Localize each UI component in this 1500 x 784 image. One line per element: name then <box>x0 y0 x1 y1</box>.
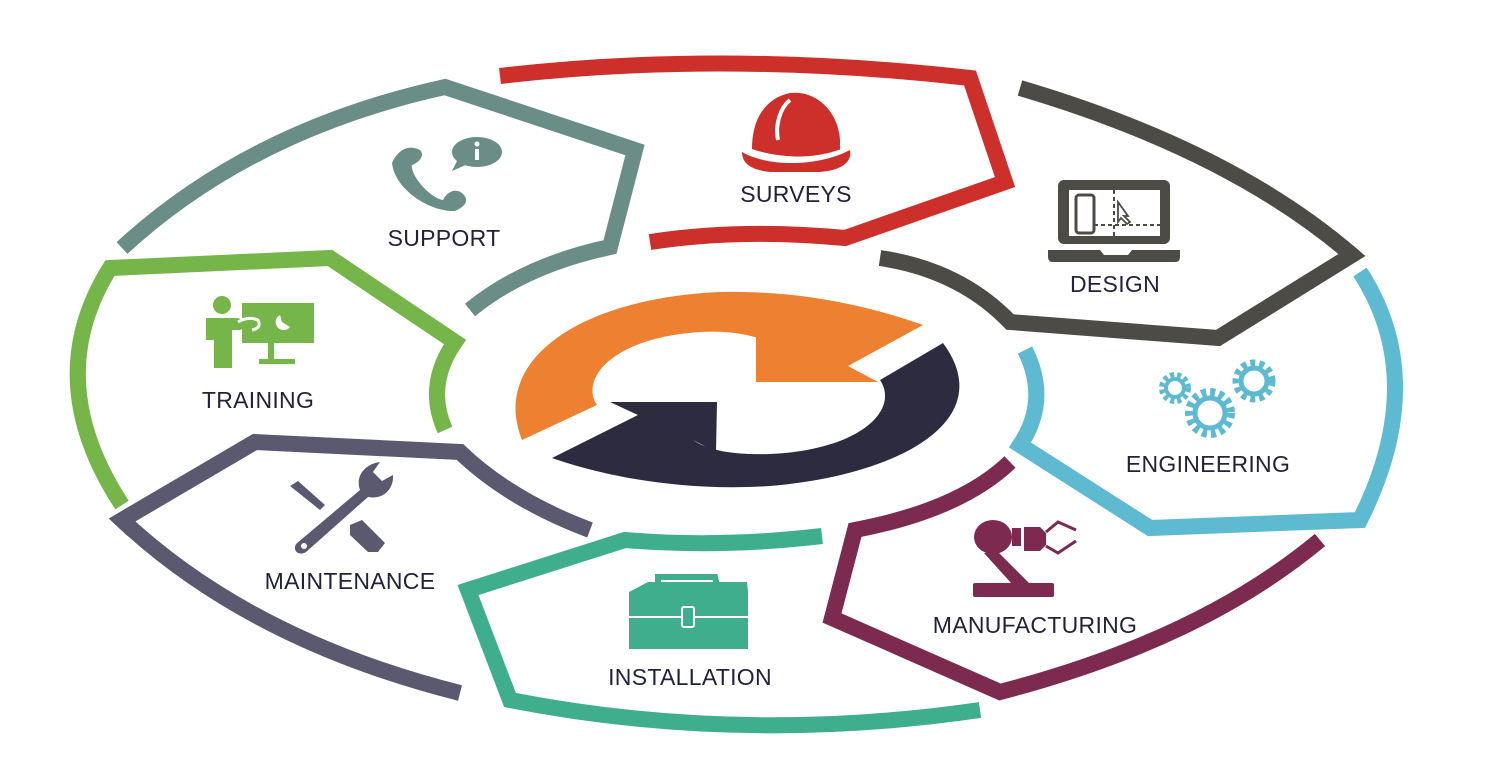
segment-manufacturing <box>822 456 1326 701</box>
stage-label-manufacturing: MANUFACTURING <box>932 612 1138 638</box>
phone-info-icon <box>392 137 502 212</box>
segment-outline <box>116 78 645 317</box>
segment-surveys <box>499 55 1016 250</box>
stage-label-surveys: SURVEYS <box>740 181 852 207</box>
segment-maintenance <box>108 433 593 701</box>
stage-label-support: SUPPORT <box>387 225 501 251</box>
gears-icon <box>1159 359 1276 438</box>
stage-label-installation: INSTALLATION <box>608 664 772 690</box>
segment-outline <box>457 528 982 734</box>
hard-hat-icon <box>742 92 851 172</box>
stage-label-maintenance: MAINTENANCE <box>264 568 436 594</box>
segment-outline <box>878 80 1366 347</box>
wrench-screwdriver-icon <box>290 462 394 554</box>
segment-outline <box>108 433 593 701</box>
segment-training <box>69 249 467 510</box>
segment-outline <box>822 456 1326 701</box>
toolbox-icon <box>629 574 748 649</box>
laptop-design-icon <box>1048 180 1180 262</box>
stage-label-training: TRAINING <box>201 387 315 413</box>
stage-label-design: DESIGN <box>1070 271 1160 297</box>
segment-design <box>878 80 1366 347</box>
presentation-trainer-icon <box>206 296 314 368</box>
segment-outline <box>69 249 467 510</box>
refresh-cycle-arrows-icon <box>515 291 960 488</box>
robot-arm-icon <box>973 520 1077 597</box>
segment-support <box>116 78 645 317</box>
segment-outline <box>499 55 1016 250</box>
segment-engineering <box>1008 267 1403 537</box>
segment-outline <box>1008 267 1403 537</box>
stage-label-engineering: ENGINEERING <box>1125 451 1291 477</box>
segment-installation <box>457 528 982 734</box>
